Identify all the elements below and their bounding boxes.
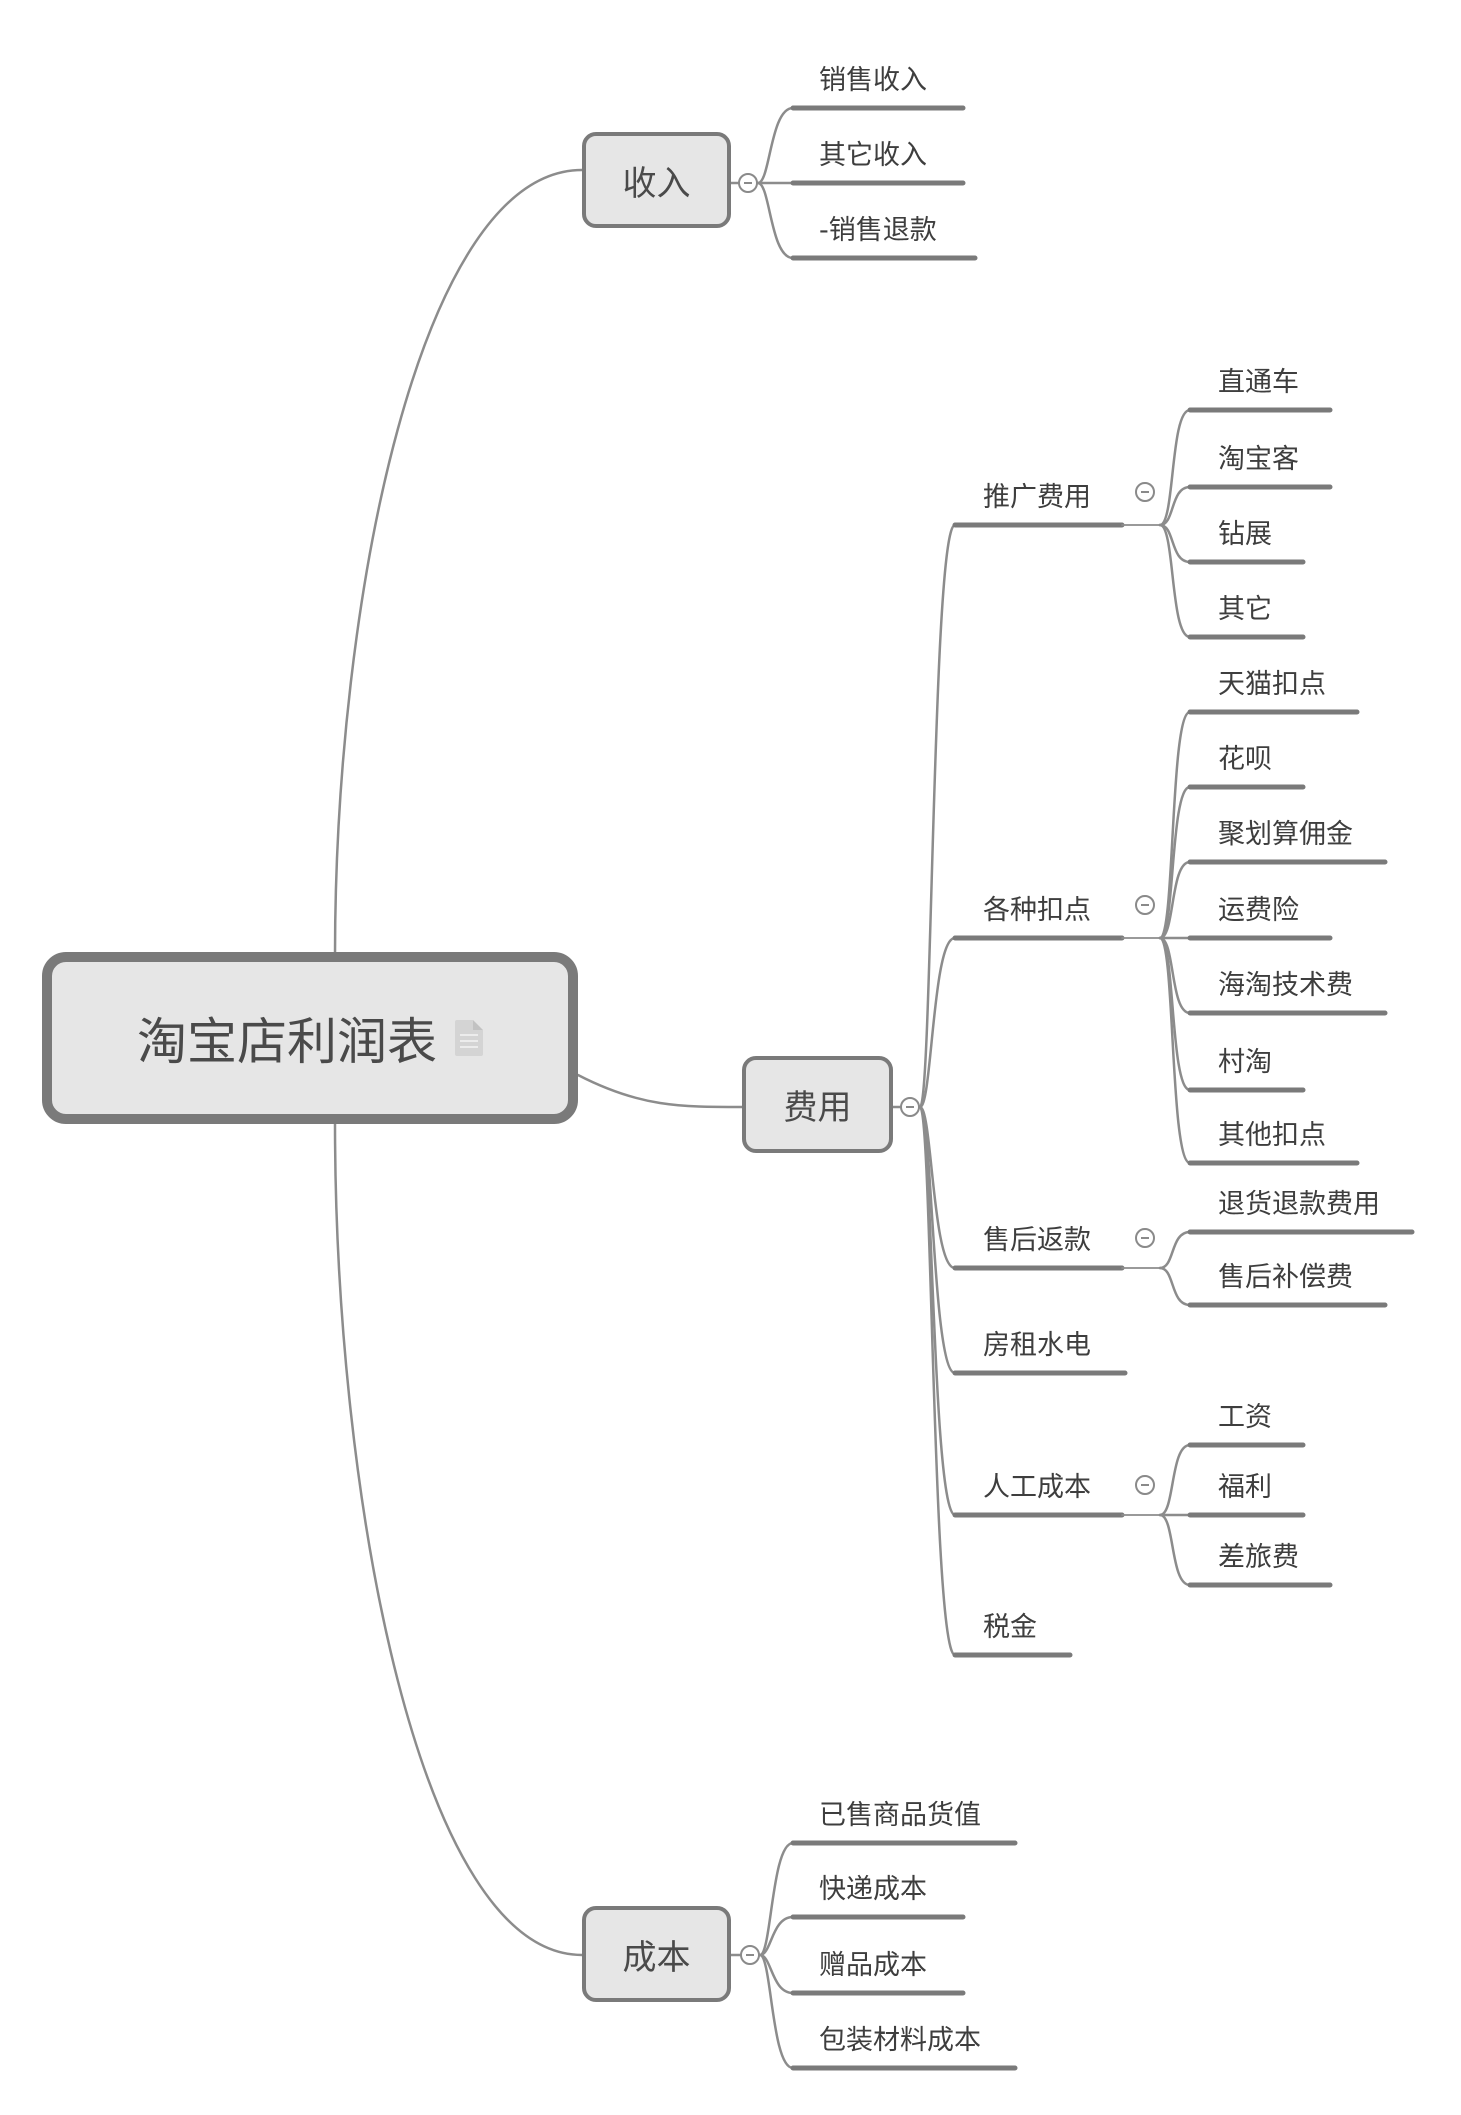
expenses-sub-0-topic-0[interactable]: 直通车 bbox=[1218, 367, 1299, 398]
branch-node-cost[interactable]: 成本 bbox=[582, 1906, 731, 2002]
cost-topic-3[interactable]: 包装材料成本 bbox=[819, 2025, 981, 2056]
income-connector-2 bbox=[756, 181, 795, 260]
expenses-sub-2-topic-0[interactable]: 退货退款费用 bbox=[1218, 1189, 1380, 1220]
income-connector-0 bbox=[756, 106, 795, 185]
expenses-sub-0-topic-3[interactable]: 其它 bbox=[1218, 594, 1272, 625]
note-document-icon[interactable] bbox=[455, 1020, 483, 1056]
expenses-collapse-icon[interactable] bbox=[900, 1097, 920, 1117]
income-topic-2[interactable]: -销售退款 bbox=[819, 215, 937, 246]
connector-root-income bbox=[333, 168, 584, 957]
cost-connector-1 bbox=[758, 1915, 795, 1957]
expenses-sub-0-collapse-icon[interactable] bbox=[1135, 482, 1155, 502]
expenses-sub-1-topic-3[interactable]: 运费险 bbox=[1218, 895, 1299, 926]
expenses-sub-2-connector-0 bbox=[1158, 1230, 1192, 1270]
expenses-sub-0-connector-3 bbox=[1158, 523, 1192, 639]
cost-topic-0[interactable]: 已售商品货值 bbox=[819, 1800, 981, 1831]
expenses-sub-4-topic-1[interactable]: 福利 bbox=[1218, 1472, 1272, 1503]
expenses-topic-2[interactable]: 售后返款 bbox=[983, 1225, 1091, 1256]
cost-connector-0 bbox=[758, 1841, 795, 1957]
income-topic-1[interactable]: 其它收入 bbox=[819, 140, 927, 171]
cost-topic-1[interactable]: 快递成本 bbox=[819, 1874, 927, 1905]
cost-collapse-icon[interactable] bbox=[740, 1945, 760, 1965]
branch-node-expenses[interactable]: 费用 bbox=[742, 1056, 893, 1153]
root-node-label: 淘宝店利润表 bbox=[137, 1013, 437, 1071]
branch-node-income[interactable]: 收入 bbox=[582, 132, 731, 228]
expenses-sub-1-collapse-icon[interactable] bbox=[1135, 895, 1155, 915]
expenses-sub-4-topic-0[interactable]: 工资 bbox=[1218, 1402, 1272, 1433]
expenses-sub-4-collapse-icon[interactable] bbox=[1135, 1475, 1155, 1495]
expenses-sub-2-topic-1[interactable]: 售后补偿费 bbox=[1218, 1262, 1353, 1293]
branch-label-income: 收入 bbox=[622, 163, 691, 204]
expenses-sub-1-topic-0[interactable]: 天猫扣点 bbox=[1218, 669, 1326, 700]
expenses-sub-4-connector-0 bbox=[1158, 1443, 1192, 1517]
expenses-topic-1[interactable]: 各种扣点 bbox=[983, 895, 1091, 926]
connector-root-cost bbox=[333, 1121, 584, 1957]
expenses-sub-0-topic-2[interactable]: 钻展 bbox=[1218, 519, 1272, 550]
expenses-connector-1 bbox=[918, 936, 957, 1109]
expenses-sub-4-topic-2[interactable]: 差旅费 bbox=[1218, 1542, 1299, 1573]
income-collapse-icon[interactable] bbox=[738, 173, 758, 193]
expenses-sub-1-topic-2[interactable]: 聚划算佣金 bbox=[1218, 819, 1353, 850]
branch-label-expenses: 费用 bbox=[783, 1088, 852, 1128]
cost-connector-3 bbox=[758, 1953, 795, 2070]
expenses-topic-5[interactable]: 税金 bbox=[983, 1612, 1037, 1643]
expenses-sub-1-topic-4[interactable]: 海淘技术费 bbox=[1218, 970, 1353, 1001]
expenses-sub-0-connector-0 bbox=[1158, 408, 1192, 527]
root-node[interactable]: 淘宝店利润表 bbox=[42, 952, 578, 1124]
expenses-sub-0-connector-1 bbox=[1158, 485, 1192, 527]
expenses-topic-3[interactable]: 房租水电 bbox=[983, 1330, 1091, 1361]
expenses-connector-0 bbox=[918, 523, 957, 1109]
cost-topic-2[interactable]: 赠品成本 bbox=[819, 1950, 927, 1981]
expenses-connector-5 bbox=[918, 1105, 957, 1657]
expenses-sub-1-connector-0 bbox=[1158, 710, 1192, 940]
expenses-sub-1-topic-6[interactable]: 其他扣点 bbox=[1218, 1120, 1326, 1151]
expenses-sub-1-topic-1[interactable]: 花呗 bbox=[1218, 744, 1272, 775]
expenses-sub-0-topic-1[interactable]: 淘宝客 bbox=[1218, 444, 1299, 475]
expenses-sub-1-topic-5[interactable]: 村淘 bbox=[1218, 1047, 1272, 1078]
expenses-sub-4-connector-2 bbox=[1158, 1513, 1192, 1587]
expenses-sub-1-connector-1 bbox=[1158, 785, 1192, 940]
connector-root-expenses bbox=[576, 1073, 744, 1109]
expenses-topic-0[interactable]: 推广费用 bbox=[983, 482, 1091, 513]
expenses-sub-1-connector-6 bbox=[1158, 936, 1192, 1165]
expenses-sub-2-connector-1 bbox=[1158, 1266, 1192, 1307]
branch-label-cost: 成本 bbox=[622, 1937, 691, 1978]
income-topic-0[interactable]: 销售收入 bbox=[819, 65, 927, 96]
expenses-sub-2-collapse-icon[interactable] bbox=[1135, 1228, 1155, 1248]
expenses-topic-4[interactable]: 人工成本 bbox=[983, 1472, 1091, 1503]
expenses-sub-1-connector-2 bbox=[1158, 860, 1192, 940]
